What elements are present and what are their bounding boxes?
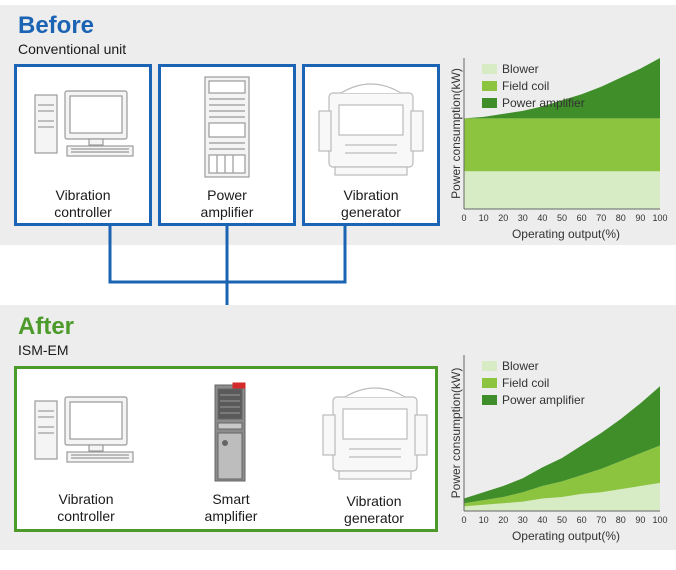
x-tick-label: 40 (537, 213, 547, 223)
legend-field-coil: Field coil (482, 376, 549, 390)
smart-amplifier-icon (214, 382, 246, 482)
area-blower (464, 171, 660, 209)
legend-power-amplifier: Power amplifier (482, 393, 585, 407)
after-unit-label-3: Vibration generator (344, 493, 404, 526)
legend-swatch-power-amplifier (482, 395, 497, 405)
legend-swatch-power-amplifier (482, 98, 497, 108)
x-tick-label: 0 (461, 515, 466, 525)
x-tick-label: 70 (596, 515, 606, 525)
before-unit-controller: Vibration controller (14, 64, 152, 226)
legend-label-field-coil: Field coil (502, 376, 550, 390)
before-unit-label-2: Power amplifier (200, 187, 254, 220)
legend-label-power-amplifier: Power amplifier (502, 96, 585, 110)
after-unit-label-1: Vibration controller (57, 491, 115, 524)
legend-label-blower: Blower (502, 62, 539, 76)
legend-swatch-blower (482, 361, 497, 371)
area-blower (464, 482, 660, 511)
legend-swatch-field-coil (482, 378, 497, 388)
x-tick-label: 50 (557, 515, 567, 525)
legend-blower: Blower (482, 359, 539, 373)
after-heading: After (18, 313, 75, 340)
after-unit-label-2: Smart amplifier (204, 491, 258, 524)
vibration-generator-icon (322, 387, 428, 480)
legend-label-power-amplifier: Power amplifier (502, 393, 585, 407)
after-unit-container: Vibration controller Smart amplifier Vib… (14, 366, 438, 532)
x-tick-label: 20 (498, 213, 508, 223)
legend-swatch-blower (482, 64, 497, 74)
x-tick-label: 100 (652, 213, 667, 223)
legend-label-field-coil: Field coil (502, 79, 550, 93)
x-tick-label: 30 (518, 515, 528, 525)
x-tick-label: 90 (635, 515, 645, 525)
x-tick-label: 10 (479, 515, 489, 525)
before-unit-label-3: Vibration generator (341, 187, 401, 220)
x-tick-label: 100 (652, 515, 667, 525)
area-power-amplifier (464, 386, 660, 504)
x-tick-label: 30 (518, 213, 528, 223)
before-heading: Before (18, 12, 95, 39)
x-tick-label: 80 (616, 515, 626, 525)
area-power-amplifier (464, 58, 660, 119)
power-amplifier-rack-icon (204, 76, 250, 178)
legend-label-blower: Blower (502, 359, 539, 373)
x-axis-label: Operating output(%) (512, 529, 620, 543)
after-subheading: ISM-EM (18, 342, 69, 358)
before-unit-generator: Vibration generator (302, 64, 440, 226)
area-field-coil (464, 118, 660, 172)
x-tick-label: 50 (557, 213, 567, 223)
x-tick-label: 80 (616, 213, 626, 223)
y-axis-label: Power consumption(kW) (450, 368, 463, 499)
legend-power-amplifier: Power amplifier (482, 96, 585, 110)
vibration-generator-icon (318, 83, 424, 176)
x-tick-label: 90 (635, 213, 645, 223)
before-unit-label-1: Vibration controller (54, 187, 112, 220)
before-subheading: Conventional unit (18, 41, 127, 57)
desktop-computer-icon (34, 90, 134, 157)
x-tick-label: 70 (596, 213, 606, 223)
x-tick-label: 10 (479, 213, 489, 223)
x-tick-label: 60 (577, 213, 587, 223)
legend-field-coil: Field coil (482, 79, 549, 93)
legend-blower: Blower (482, 62, 539, 76)
x-tick-label: 60 (577, 515, 587, 525)
desktop-computer-icon (34, 396, 134, 463)
x-tick-label: 20 (498, 515, 508, 525)
legend-swatch-field-coil (482, 81, 497, 91)
x-tick-label: 40 (537, 515, 547, 525)
x-tick-label: 0 (461, 213, 466, 223)
before-unit-amplifier: Power amplifier (158, 64, 296, 226)
y-axis-label: Power consumption(kW) (450, 68, 463, 199)
x-axis-label: Operating output(%) (512, 227, 620, 241)
area-field-coil (464, 445, 660, 507)
